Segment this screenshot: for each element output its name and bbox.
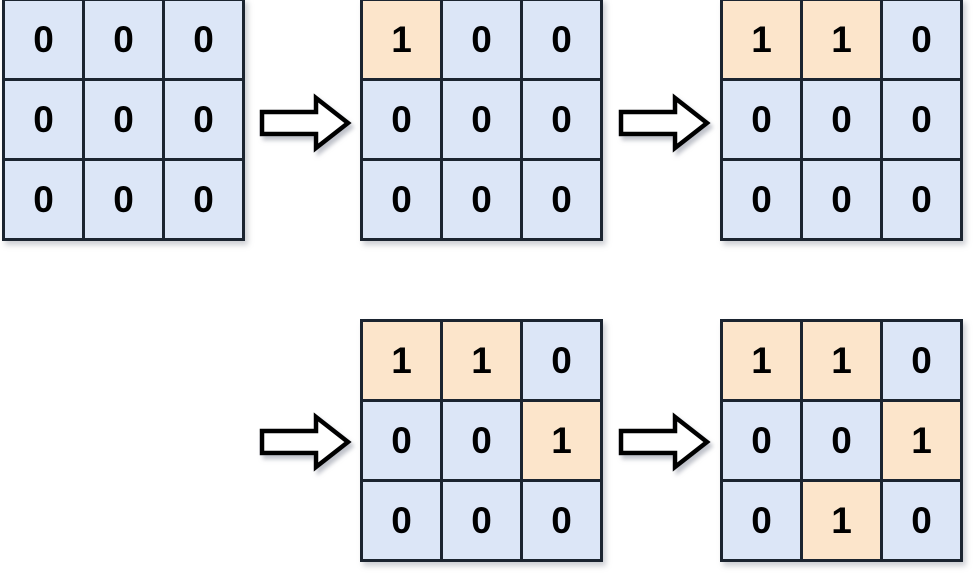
cell-r2-c2: 0 bbox=[85, 81, 162, 158]
cell-r3-c3: 0 bbox=[883, 482, 960, 559]
cell-r1-c1: 1 bbox=[363, 1, 440, 78]
cell-r3-c2: 0 bbox=[443, 161, 520, 238]
cell-r1-c3: 0 bbox=[883, 322, 960, 399]
cell-r2-c2: 0 bbox=[443, 402, 520, 479]
cell-r2-c1: 0 bbox=[723, 402, 800, 479]
cell-r1-c3: 0 bbox=[883, 1, 960, 78]
cell-r2-c1: 0 bbox=[363, 81, 440, 158]
cell-r1-c3: 0 bbox=[523, 1, 600, 78]
cell-r2-c2: 0 bbox=[443, 81, 520, 158]
arrow-step4-to-step5 bbox=[618, 412, 711, 472]
cell-r1-c3: 0 bbox=[523, 322, 600, 399]
cell-r1-c2: 0 bbox=[443, 1, 520, 78]
cell-r2-c1: 0 bbox=[723, 81, 800, 158]
cell-r2-c3: 1 bbox=[883, 402, 960, 479]
cell-r3-c2: 0 bbox=[443, 482, 520, 559]
cell-r3-c1: 0 bbox=[363, 482, 440, 559]
cell-r1-c1: 1 bbox=[363, 322, 440, 399]
cell-r1-c3: 0 bbox=[165, 1, 242, 78]
cell-r3-c1: 0 bbox=[723, 482, 800, 559]
cell-r2-c3: 0 bbox=[165, 81, 242, 158]
arrow-step3-to-step4 bbox=[259, 412, 352, 472]
cell-r1-c2: 1 bbox=[803, 1, 880, 78]
cell-r1-c1: 1 bbox=[723, 1, 800, 78]
cell-r3-c2: 0 bbox=[85, 161, 162, 238]
cell-r3-c1: 0 bbox=[723, 161, 800, 238]
cell-r2-c3: 0 bbox=[523, 81, 600, 158]
cell-r1-c2: 1 bbox=[803, 322, 880, 399]
cell-r3-c1: 0 bbox=[5, 161, 82, 238]
cell-r2-c3: 0 bbox=[883, 81, 960, 158]
cell-r3-c2: 1 bbox=[803, 482, 880, 559]
cell-r3-c3: 0 bbox=[523, 161, 600, 238]
arrow-step2-to-step3 bbox=[618, 93, 711, 153]
cell-r3-c3: 0 bbox=[883, 161, 960, 238]
cell-r2-c2: 0 bbox=[803, 402, 880, 479]
cell-r1-c1: 0 bbox=[5, 1, 82, 78]
cell-r3-c3: 0 bbox=[165, 161, 242, 238]
cell-r3-c2: 0 bbox=[803, 161, 880, 238]
cell-r2-c1: 0 bbox=[363, 402, 440, 479]
cell-r1-c2: 0 bbox=[85, 1, 162, 78]
cell-r1-c2: 1 bbox=[443, 322, 520, 399]
arrow-step1-to-step2 bbox=[259, 93, 352, 153]
cell-r3-c3: 0 bbox=[523, 482, 600, 559]
cell-r2-c2: 0 bbox=[803, 81, 880, 158]
cell-r3-c1: 0 bbox=[363, 161, 440, 238]
cell-r1-c1: 1 bbox=[723, 322, 800, 399]
cell-r2-c1: 0 bbox=[5, 81, 82, 158]
cell-r2-c3: 1 bbox=[523, 402, 600, 479]
